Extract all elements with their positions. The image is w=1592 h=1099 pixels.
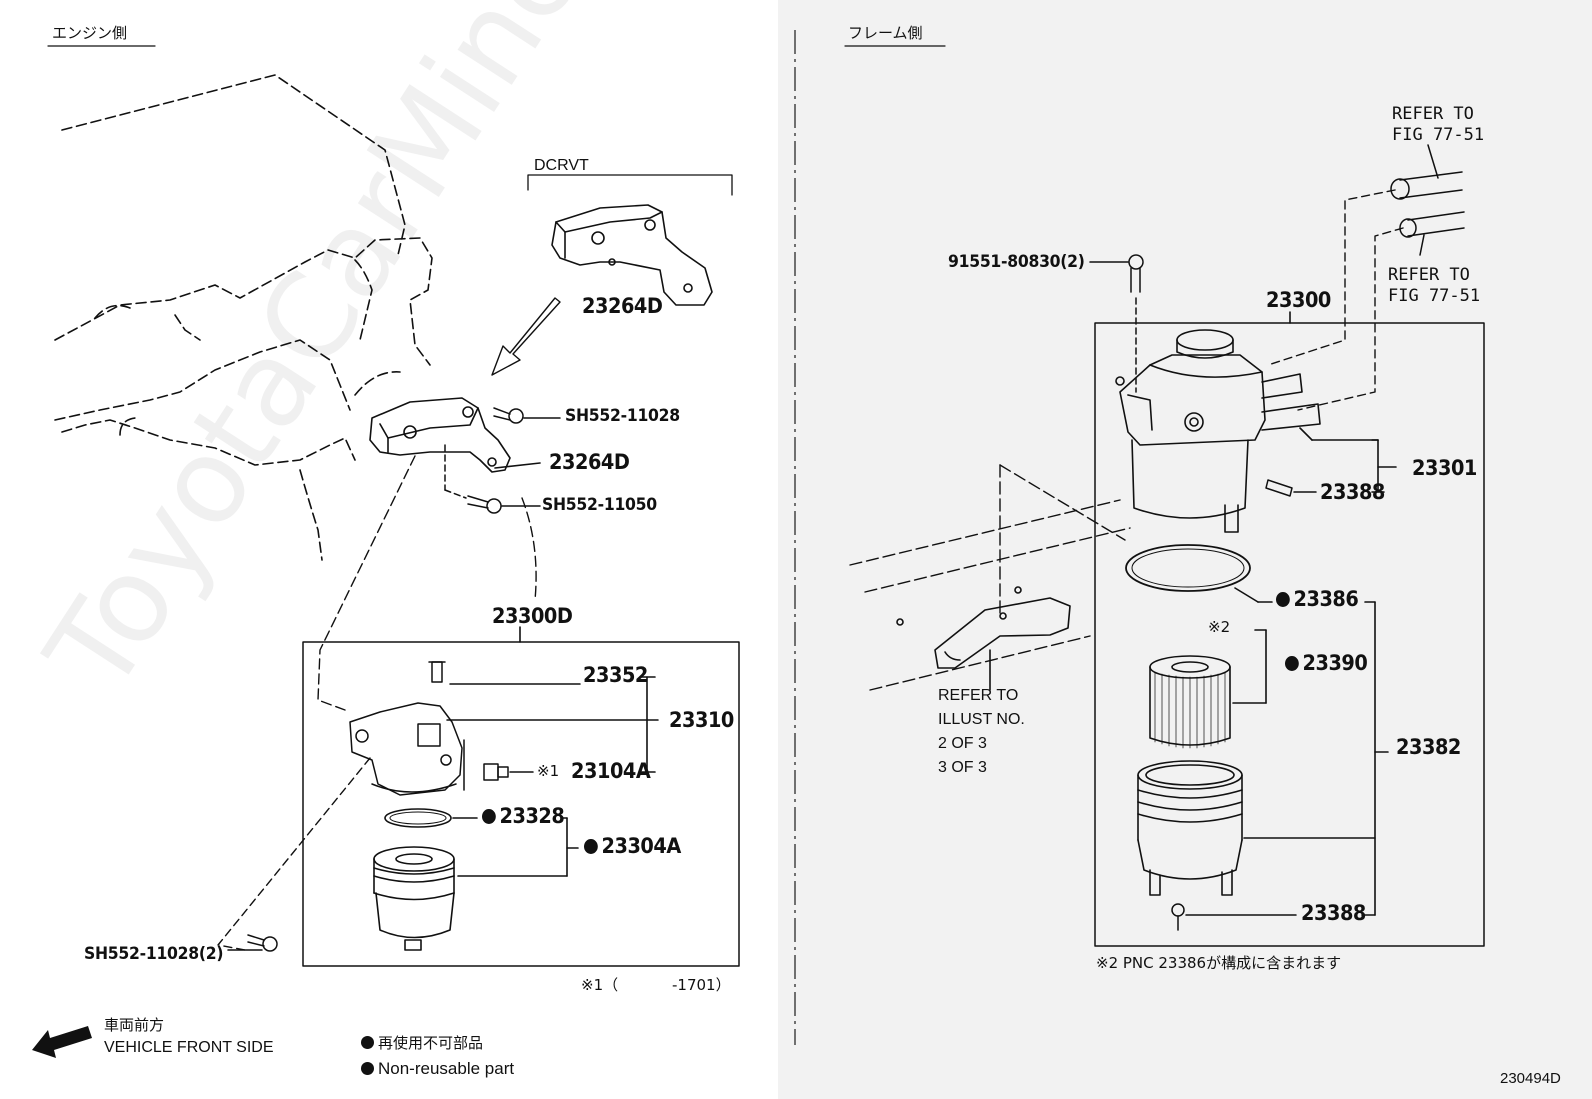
filter-element-right [1149,655,1231,749]
part-23300D[interactable]: 23300D [492,604,573,628]
part-23301[interactable]: 23301 [1412,456,1477,480]
plug-23388-bottom [1171,903,1297,931]
filter-case-right [1137,760,1243,896]
frame-bracket [896,586,1071,691]
illust-ref-line4[interactable]: 3 OF 3 [938,759,987,776]
note-mark-1: ※1 [537,762,560,780]
part-sh552-11028-2[interactable]: SH552-11028(2) [84,944,224,964]
part-23300[interactable]: 23300 [1266,288,1331,312]
oring-right [1125,544,1251,592]
part-23390[interactable]: 23390 [1285,651,1368,675]
legend-nonreuse-en: Non-reusable part [361,1060,514,1077]
note-mark-2: ※2 [1208,618,1231,636]
illust-ref-line1: REFER TO [938,687,1019,704]
legend-nonreuse-jp-label: 再使用不可部品 [378,1034,484,1052]
part-23390-label: 23390 [1302,651,1368,675]
refer-fig-1-line1[interactable]: REFER TO [1392,104,1474,124]
non-reusable-icon [482,809,496,824]
part-91551-80830[interactable]: 91551-80830(2) [948,252,1085,272]
frame-outline [849,464,1131,691]
plug-23104A [483,763,534,781]
front-arrow-shape [32,1026,92,1058]
non-reusable-icon [361,1062,374,1075]
part-23388-top[interactable]: 23388 [1320,480,1385,504]
engine-side-label: エンジン側 [52,24,128,42]
filter-cup-left [373,846,455,951]
dcrvt-label: DCRVT [534,157,589,174]
bolt-91551 [1089,254,1144,393]
bolt-sh552-11050 [444,444,541,514]
figure-id: 230494D [1500,1070,1561,1087]
illust-ref-line2: ILLUST NO. [938,711,1025,728]
non-reusable-icon [361,1036,374,1049]
part-23104A[interactable]: 23104A [571,759,651,783]
bracket-mounted [369,397,511,473]
part-23264D-top[interactable]: 23264D [582,294,663,318]
bolt-sh552-11028 [493,407,561,424]
non-reusable-icon [1276,592,1290,607]
leader-23264D [494,462,541,469]
filter-head-left [349,661,659,796]
part-23328-label: 23328 [499,804,565,828]
part-23386[interactable]: 23386 [1276,587,1359,611]
part-sh552-11028[interactable]: SH552-11028 [565,406,680,426]
part-23386-label: 23386 [1293,587,1359,611]
part-23304A[interactable]: 23304A [584,836,681,857]
illust-ref-line3[interactable]: 2 OF 3 [938,735,987,752]
non-reusable-icon [584,839,598,854]
part-23264D[interactable]: 23264D [549,450,630,474]
non-reusable-icon [1285,656,1299,671]
part-23352[interactable]: 23352 [583,663,648,687]
box-23300D [302,641,740,967]
vehicle-front-jp: 車両前方 [104,1016,165,1034]
part-23388-bottom[interactable]: 23388 [1301,901,1366,925]
bracket-top [551,204,713,306]
part-23382[interactable]: 23382 [1396,735,1461,759]
hoses [1390,144,1465,256]
engine-outline [54,74,433,561]
footnote-1-mark: ※1（ [581,976,619,994]
oring-left [384,808,452,828]
part-23310[interactable]: 23310 [669,708,734,732]
part-sh552-11050[interactable]: SH552-11050 [542,495,657,515]
plug-23388-top [1265,479,1317,497]
refer-fig-2-line2[interactable]: FIG 77-51 [1388,286,1481,306]
bolt-sh552-11028-2 [227,934,278,952]
refer-fig-1-line2[interactable]: FIG 77-51 [1392,125,1485,145]
filter-head-right [1115,329,1321,533]
part-23328[interactable]: 23328 [482,804,565,828]
vehicle-front-en: VEHICLE FRONT SIDE [104,1039,274,1056]
install-arrow [491,297,561,376]
legend-nonreuse-en-label: Non-reusable part [378,1059,515,1078]
refer-fig-2-line1[interactable]: REFER TO [1388,265,1470,285]
frame-side-label: フレーム側 [848,24,923,42]
footnote-2: ※2 PNC 23386が構成に含まれます [1096,954,1342,972]
footnote-1-value: -1701） [672,976,731,994]
part-23304A-label: 23304A [601,834,681,858]
legend-nonreuse-jp: 再使用不可部品 [361,1036,483,1051]
